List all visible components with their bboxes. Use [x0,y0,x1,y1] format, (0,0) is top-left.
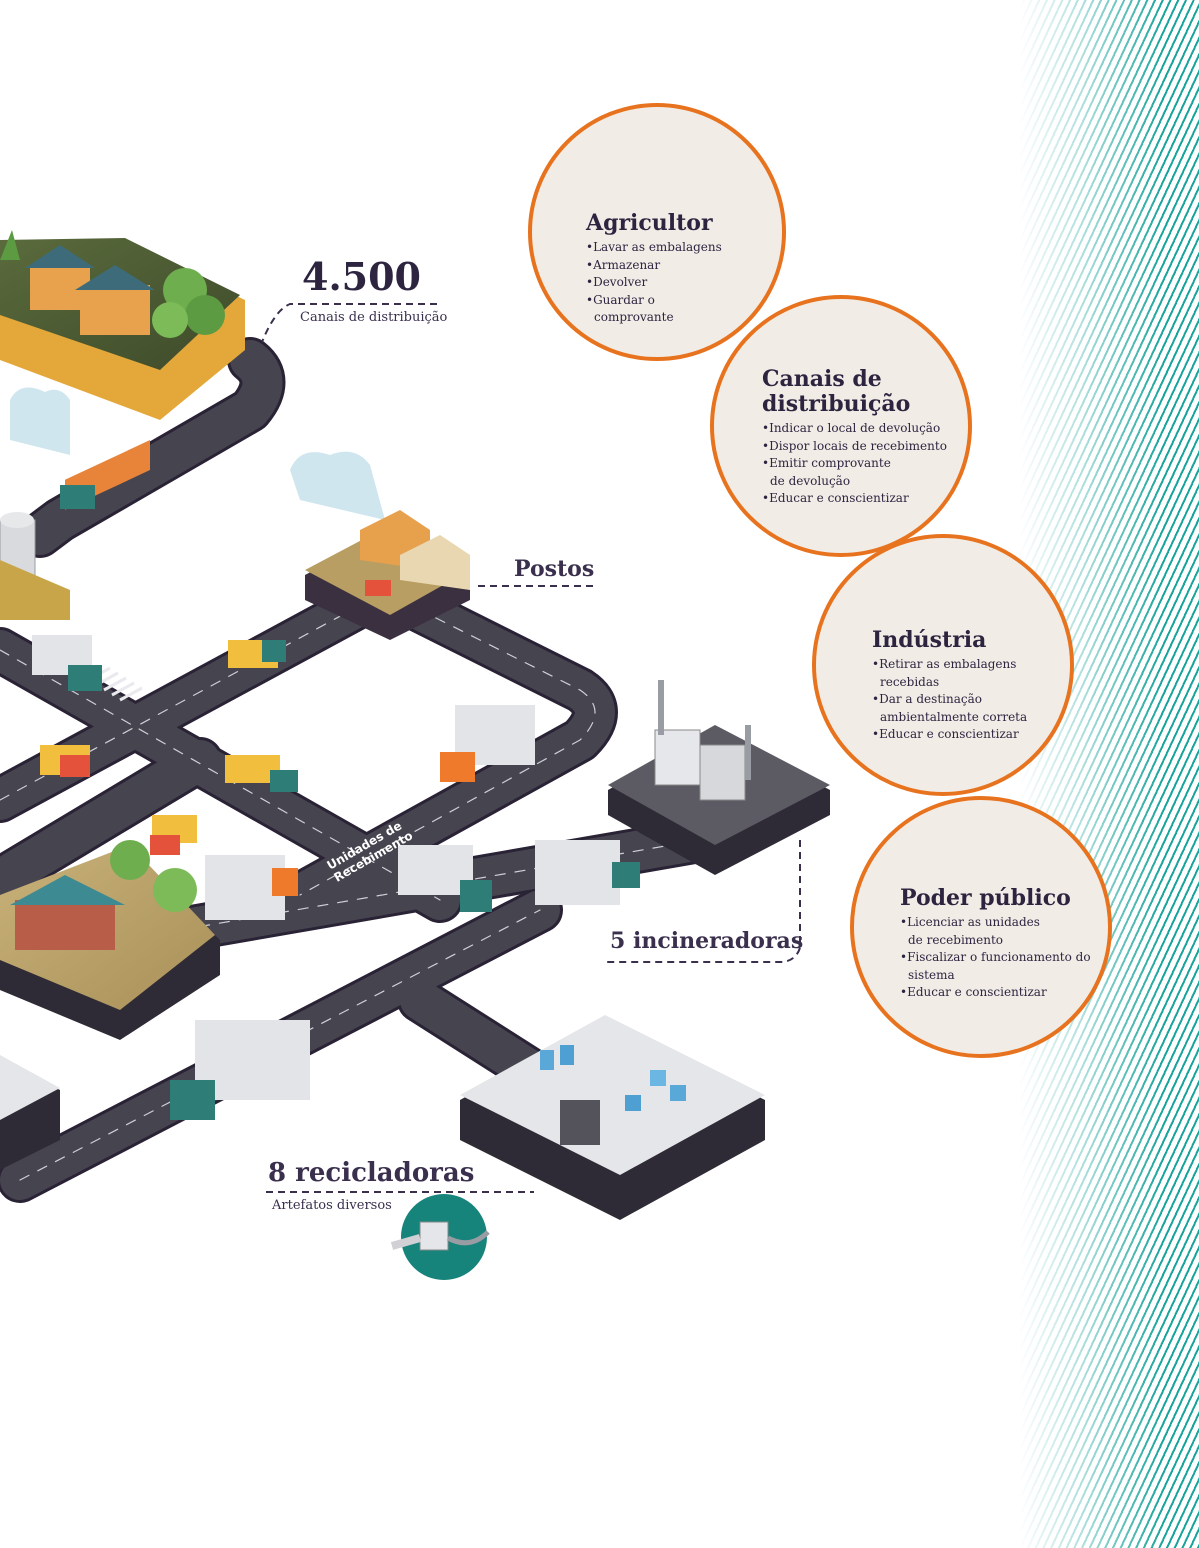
truck-icon [40,745,90,777]
factory-platform [0,840,220,1040]
role-title: Canais de distribuição [762,366,911,417]
leader-lines [261,303,801,1193]
role-duty: Indicar o local de devolução [762,420,962,438]
role-title: Indústria [872,627,987,653]
farm-platform [0,230,245,420]
truck-icon [32,635,102,691]
role-duty: Retirar as embalagens recebidas [872,656,1030,691]
role-duties-list: Lavar as embalagens Armazenar Devolver G… [586,239,766,327]
role-duty: Dar a destinação ambientalmente correta [872,691,1045,726]
truck-icon [170,1020,310,1120]
recycler-platform [460,1015,765,1220]
cloud-icon [10,387,385,520]
role-duty: Licenciar as unidades de recebimento [900,914,1058,949]
truck-icon [398,845,492,912]
canais-count: 4.500 [302,254,421,299]
postos-platform [305,510,470,640]
truck-icon [205,855,298,920]
truck-icon [535,840,640,905]
recicladoras-label: 8 recicladoras [268,1158,475,1188]
silo [0,512,70,620]
recicladoras-caption: Artefatos diversos [272,1198,392,1213]
role-circle-agricultor: Agricultor Lavar as embalagens Armazenar… [528,103,786,361]
role-circle-industria: Indústria Retirar as embalagens recebida… [812,534,1074,796]
postos-label: Postos [514,556,595,582]
incinerator-platform [608,680,830,875]
role-duties-list: Indicar o local de devolução Dispor loca… [762,420,962,508]
decorative-teal-stripes [1019,0,1199,1548]
truck-icon [440,705,535,782]
role-title: Poder público [900,885,1071,911]
role-circle-canais: Canais de distribuição Indicar o local d… [710,295,972,557]
role-duty: Emitir comprovante de devolução [762,455,900,490]
role-duties-list: Licenciar as unidades de recebimento Fis… [900,914,1100,1002]
incineradoras-label: 5 incineradoras [610,928,804,954]
role-title: Agricultor [586,210,713,236]
role-duty: Lavar as embalagens [586,239,766,257]
role-duty: Armazenar [586,257,766,275]
truck-icon [150,815,197,855]
role-duties-list: Retirar as embalagens recebidas Dar a de… [872,656,1057,744]
role-duty: Dispor locais de recebimento [762,438,962,456]
role-duty: Educar e conscientizar [762,490,962,508]
truck-icon [228,640,286,668]
role-duty: Fiscalizar o funcionamento do sistema [900,949,1098,984]
role-duty: Educar e conscientizar [900,984,1100,1002]
truck-icon [225,755,298,792]
role-circle-poder-publico: Poder público Licenciar as unidades de r… [850,796,1112,1058]
canais-caption: Canais de distribuição [300,310,448,325]
recycler-left-platform [0,1055,60,1170]
role-duty: Devolver [586,274,766,292]
recycled-artifact-icon [390,1194,490,1280]
truck-icon [60,440,150,510]
role-duty: Guardar o comprovante [586,292,679,327]
role-duty: Educar e conscientizar [872,726,1057,744]
